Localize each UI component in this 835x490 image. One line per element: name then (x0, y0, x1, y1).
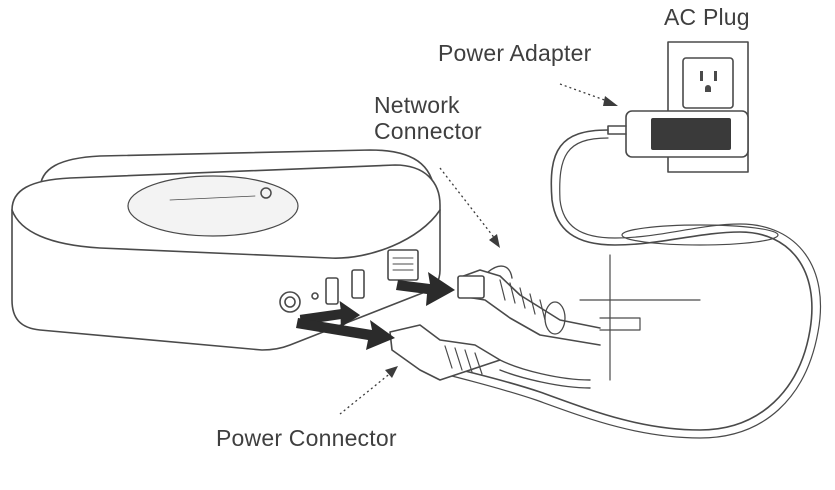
callout-lines (339, 83, 611, 415)
insert-arrows (296, 272, 455, 350)
ac-plug-label: AC Plug (664, 4, 750, 30)
power-adapter (607, 110, 749, 158)
network-connector-label: Network Connector (374, 92, 514, 144)
power-plug (389, 324, 591, 389)
hub-device (11, 149, 441, 351)
network-connector-label-line2: Connector (374, 118, 482, 144)
power-connector-label: Power Connector (216, 425, 397, 451)
network-cable (457, 265, 601, 346)
power-cable (439, 129, 813, 431)
power-adapter-label: Power Adapter (438, 40, 592, 66)
callout-arrowheads (385, 96, 618, 378)
network-connector-label-line1: Network (374, 92, 460, 118)
